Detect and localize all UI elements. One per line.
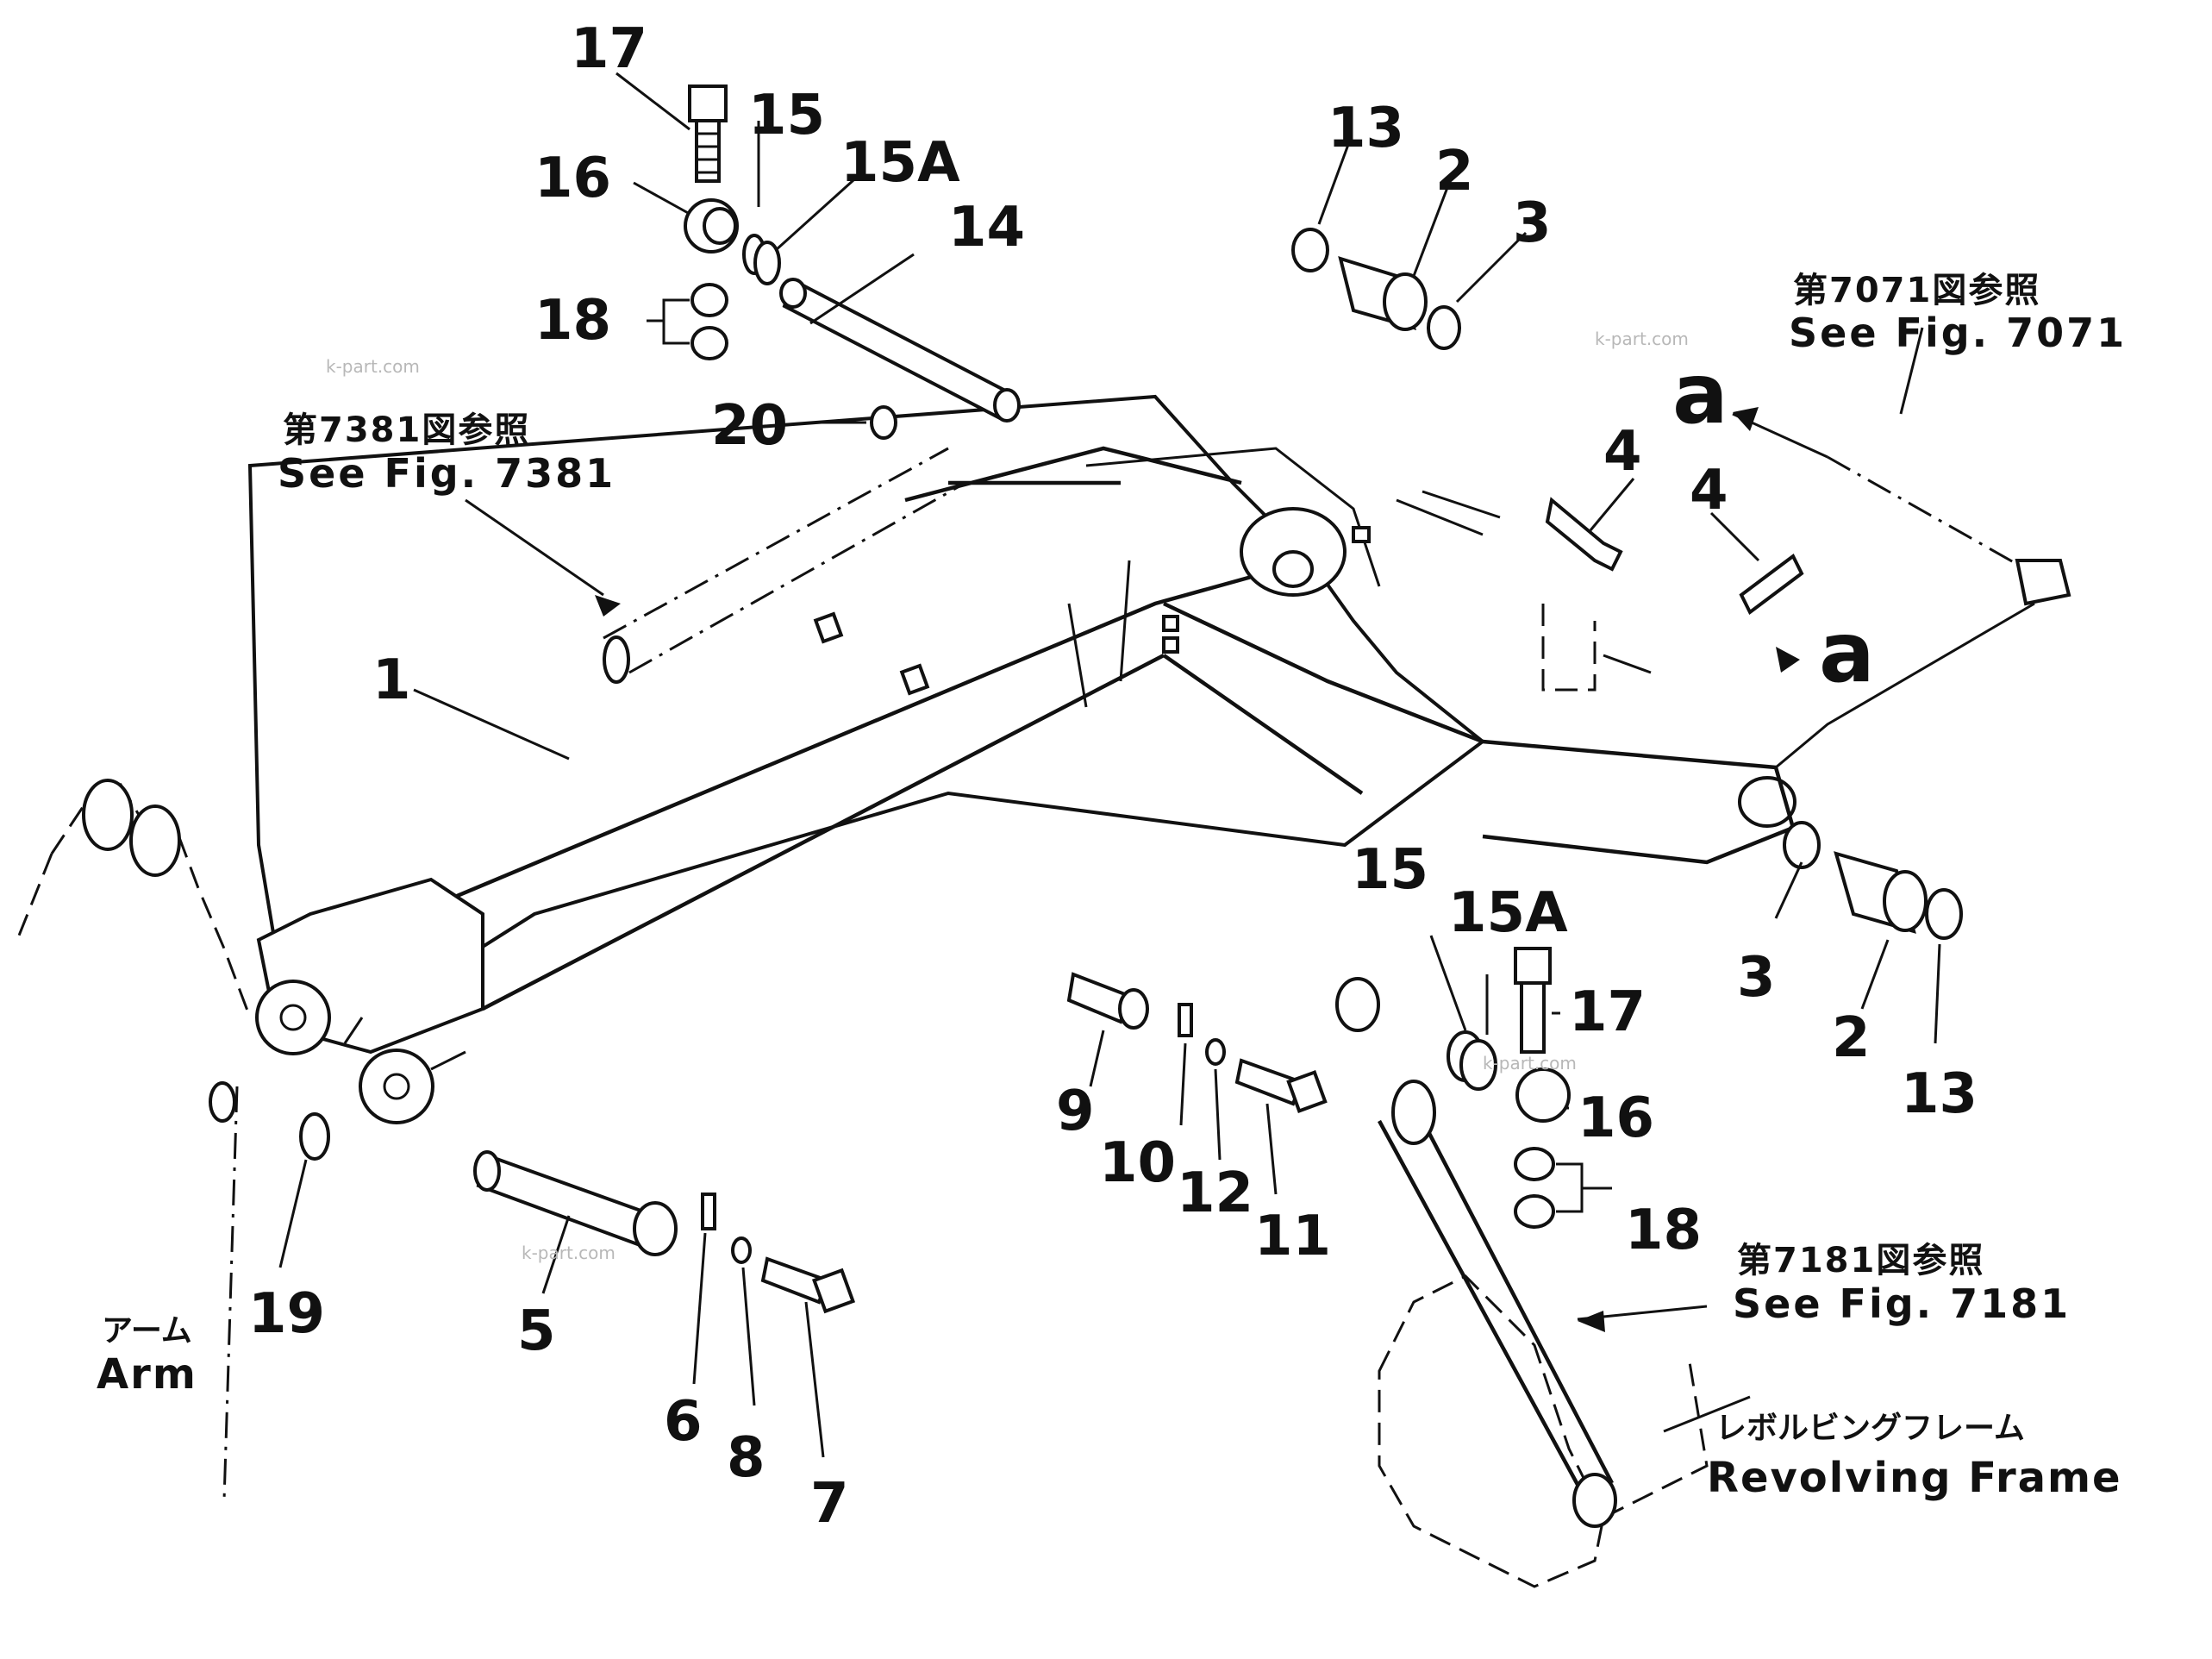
callout-2-bottom: 2: [1832, 1006, 1871, 1070]
callout-6: 6: [664, 1390, 703, 1454]
part-18-nuts-top: [690, 283, 728, 360]
callout-16-right: 16: [1578, 1086, 1654, 1150]
boom-cylinder-end: [603, 635, 630, 684]
part-4-grease-fittings: [1545, 497, 1804, 616]
label-frame-jp: レボルビングフレーム: [1715, 1411, 2025, 1446]
watermark-4: k-part.com: [1483, 1053, 1577, 1074]
callout-3-top: 3: [1513, 191, 1552, 255]
callout-17-right: 17: [1569, 980, 1646, 1044]
callout-15-right: 15: [1352, 838, 1428, 902]
callout-4-right: 4: [1690, 459, 1728, 523]
callout-20: 20: [711, 394, 788, 458]
boom-body: [247, 394, 1796, 1124]
callout-15A-right: 15A: [1448, 881, 1568, 945]
arrow-heads: [595, 407, 1800, 1332]
callout-1: 1: [372, 648, 411, 712]
parts-3-2-13-bottom: [1783, 821, 1963, 940]
callout-15-top: 15: [748, 84, 825, 147]
part-20-washer: [870, 405, 897, 440]
boom-cylinder-link: [904, 446, 1242, 503]
callout-3-bottom: 3: [1737, 946, 1776, 1010]
part-15A-shim-top: [753, 241, 781, 285]
arm-outline: [16, 779, 252, 1501]
callout-17-top: 17: [571, 17, 647, 81]
ref-7181-jp: 第7181図参照: [1737, 1241, 1984, 1280]
revolving-frame-outline: [1378, 1080, 1709, 1588]
callout-13-top: 13: [1328, 97, 1404, 160]
parts-13-2-3-top: [1291, 228, 1461, 350]
ref-7181-en: See Fig. 7181: [1733, 1280, 2071, 1327]
watermark-3: k-part.com: [522, 1243, 615, 1263]
callout-7: 7: [810, 1472, 849, 1536]
ref-7381-jp: 第7381図参照: [283, 410, 530, 450]
watermark-1: k-part.com: [326, 356, 420, 377]
callout-14: 14: [948, 196, 1025, 260]
ref-7071-jp: 第7071図参照: [1793, 271, 2040, 310]
callout-11: 11: [1254, 1205, 1331, 1268]
label-arm-en: Arm: [97, 1350, 197, 1399]
callout-10: 10: [1099, 1131, 1176, 1195]
grease-hose-7071: [1775, 455, 2071, 769]
parts-9-10-12-11: [1066, 972, 1328, 1113]
callout-5: 5: [517, 1299, 556, 1363]
boom-cylinder-outline: [603, 447, 966, 674]
part-19-washer: [299, 1112, 330, 1161]
callout-19: 19: [248, 1282, 325, 1346]
callout-16-top: 16: [534, 147, 611, 210]
callout-12: 12: [1177, 1161, 1253, 1225]
callout-15A-top: 15A: [840, 131, 960, 195]
arm-pin-clip: [209, 1081, 236, 1123]
label-frame-en: Revolving Frame: [1707, 1454, 2122, 1502]
leader-lines: [278, 72, 1941, 1458]
callout-18-top: 18: [534, 289, 611, 353]
ref-7381-en: See Fig. 7381: [278, 450, 615, 497]
marker-a-right: a: [1819, 604, 1875, 701]
part-17-bolt-top: [688, 85, 728, 183]
watermark-2: k-part.com: [1595, 329, 1689, 349]
callout-8: 8: [727, 1426, 765, 1490]
ref-7071-en: See Fig. 7071: [1789, 310, 2127, 356]
parts-15-16-17-18-right: [1335, 947, 1571, 1229]
marker-a-top: a: [1672, 346, 1728, 442]
callout-13-bottom: 13: [1901, 1062, 1978, 1126]
callout-9: 9: [1056, 1080, 1095, 1143]
callout-18-right: 18: [1625, 1199, 1702, 1262]
callout-2-top: 2: [1435, 140, 1474, 203]
part-14-pin: [779, 278, 1021, 423]
label-arm-jp: アーム: [102, 1313, 192, 1349]
part-16-spacer-top-hole: [703, 207, 737, 245]
callout-4-left: 4: [1603, 420, 1642, 484]
parts-5-6-8-7: [473, 1150, 856, 1314]
